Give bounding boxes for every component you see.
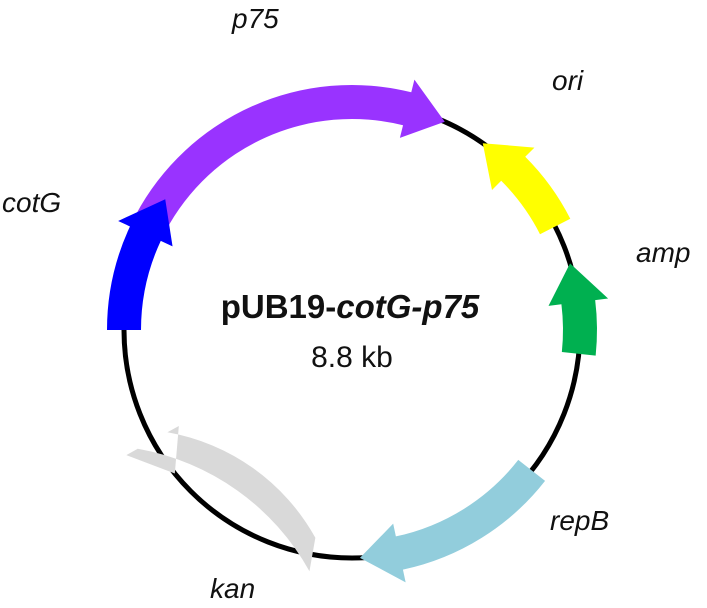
label-ori: ori: [552, 65, 584, 96]
label-kan: kan: [210, 573, 255, 604]
label-cotG: cotG: [2, 187, 61, 218]
feature-arrows: [107, 79, 609, 583]
feature-arrow-p75: [135, 79, 445, 231]
plasmid-size: 8.8 kb: [311, 341, 393, 374]
label-p75: p75: [231, 3, 279, 34]
feature-arrow-kan: [126, 425, 316, 572]
plasmid-name-prefix: pUB19-: [221, 288, 337, 325]
feature-arrow-cotG: [107, 199, 173, 330]
feature-arrow-repB: [359, 459, 546, 583]
label-amp: amp: [636, 237, 690, 268]
feature-arrow-amp: [548, 263, 609, 356]
plasmid-name-sep: -: [411, 288, 422, 325]
plasmid-name-p75: p75: [421, 288, 480, 325]
label-repB: repB: [550, 505, 609, 536]
plasmid-name-cotg: cotG: [336, 288, 411, 325]
plasmid-name: pUB19-cotG-p75: [221, 288, 480, 325]
feature-arrow-ori: [482, 143, 571, 235]
